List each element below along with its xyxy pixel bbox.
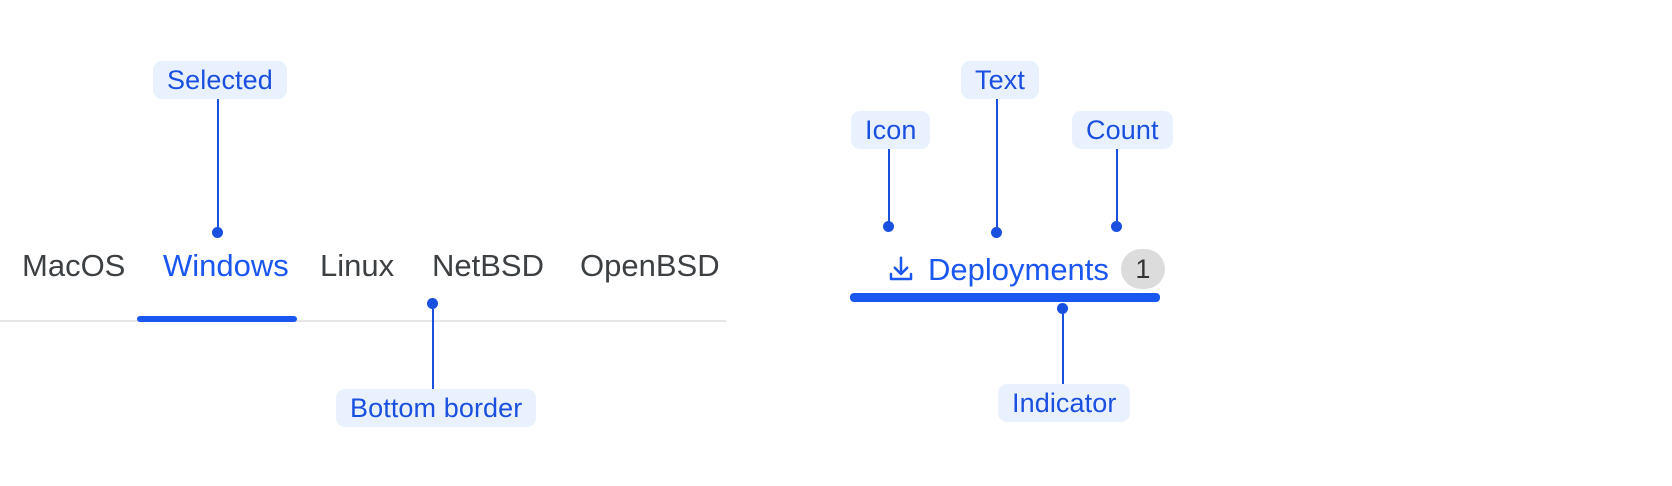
leader-dot-icon (883, 221, 894, 232)
leader-line-icon (888, 149, 890, 227)
leader-dot-bottom-border (427, 298, 438, 309)
annotation-count: Count (1072, 111, 1173, 149)
tab-item-label: Deployments (928, 251, 1109, 287)
tab-linux[interactable]: Linux (320, 248, 395, 283)
leader-line-selected (217, 99, 219, 233)
annotation-icon: Icon (851, 111, 931, 149)
download-icon (889, 256, 913, 281)
tab-item-indicator (850, 293, 1160, 302)
annotation-bottom-border: Bottom border (336, 389, 537, 427)
leader-dot-count (1111, 221, 1122, 232)
tab-macos[interactable]: MacOS (22, 248, 126, 283)
tab-item-content: Deployments 1 (886, 248, 1165, 290)
leader-line-bottom-border (432, 309, 434, 390)
tab-item-count-badge: 1 (1120, 249, 1165, 289)
tabstrip-bottom-rule (0, 320, 726, 322)
tab-item-deployments[interactable]: Deployments 1 (850, 240, 1165, 302)
annotation-indicator: Indicator (998, 384, 1131, 422)
annotation-text: Text (961, 61, 1039, 99)
leader-dot-indicator (1057, 303, 1068, 314)
leader-line-text (996, 99, 998, 233)
leader-dot-text (991, 227, 1002, 238)
annotation-selected: Selected (153, 61, 287, 99)
tab-strip: MacOS Windows Linux NetBSD OpenBSD (0, 240, 726, 322)
leader-line-indicator (1062, 314, 1064, 385)
tab-netbsd[interactable]: NetBSD (432, 248, 544, 283)
tab-windows[interactable]: Windows (163, 248, 289, 283)
leader-dot-selected (212, 227, 223, 238)
tab-selected-underline (137, 316, 297, 322)
tab-openbsd[interactable]: OpenBSD (580, 248, 720, 283)
leader-line-count (1116, 149, 1118, 227)
